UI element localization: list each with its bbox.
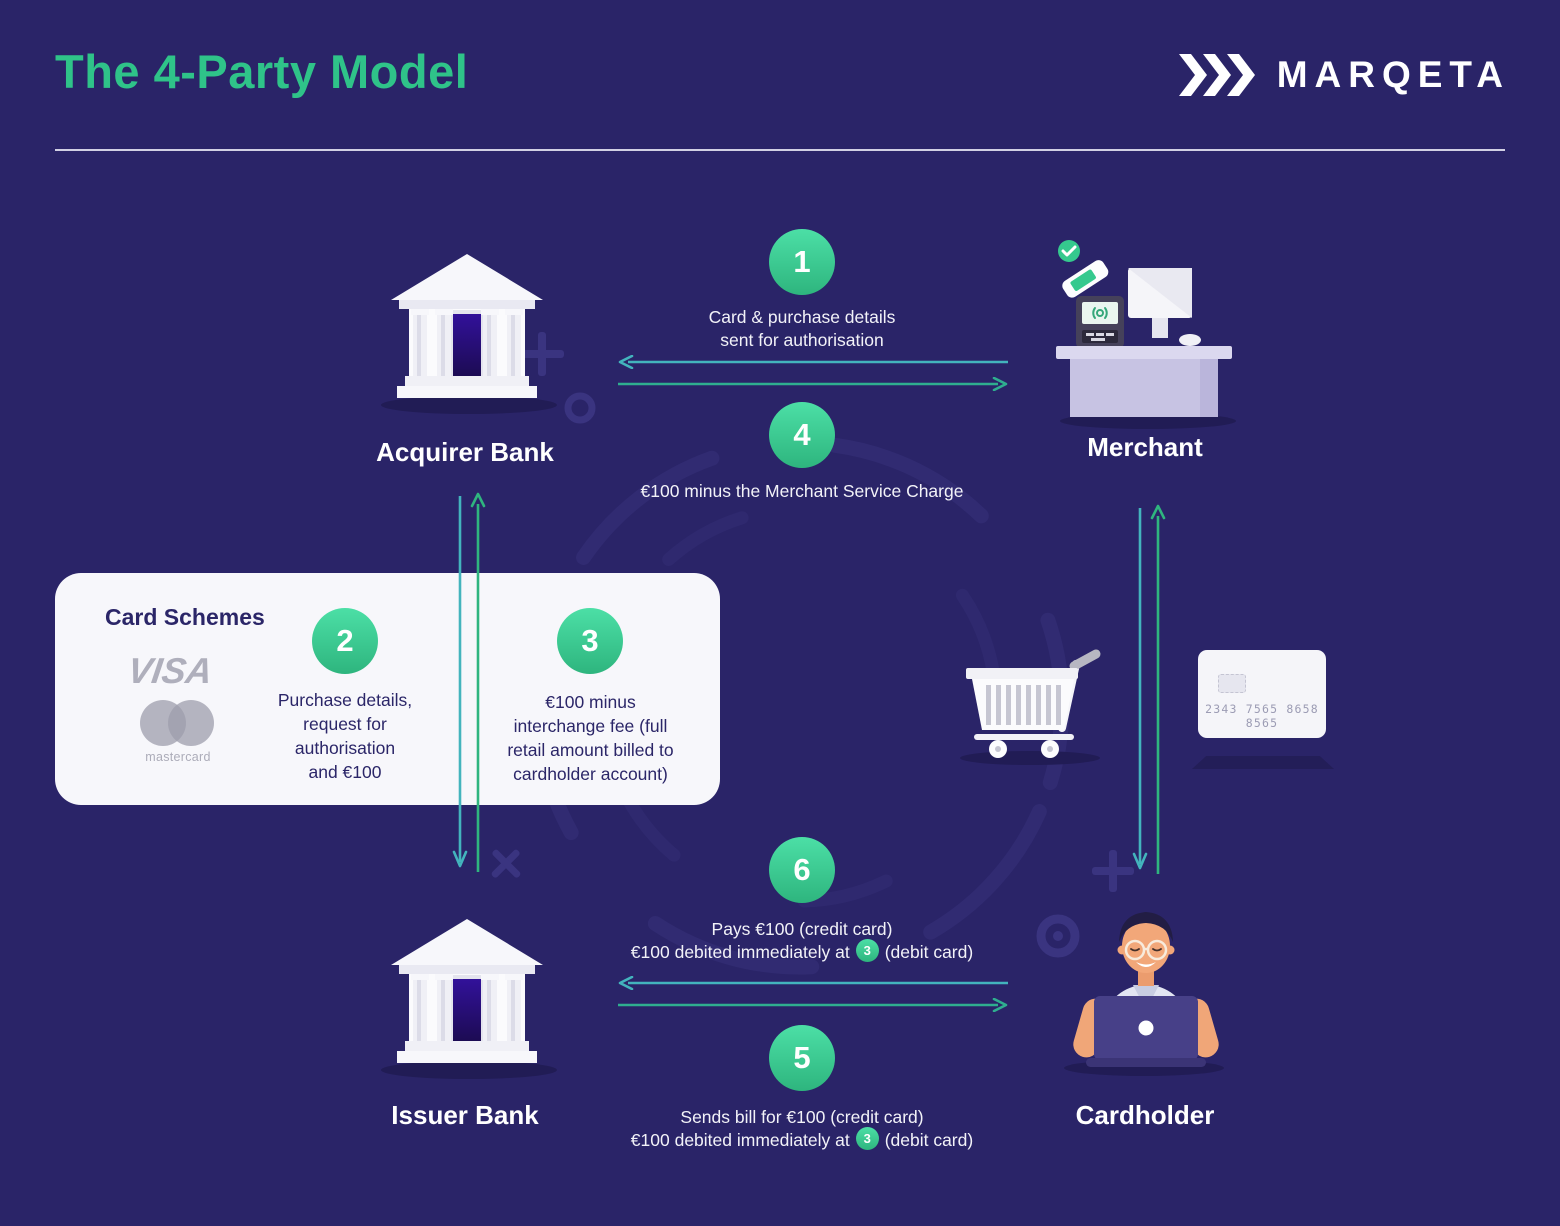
- credit-card-icon: 2343 7565 8658 8565: [1198, 650, 1326, 738]
- arrows-acquirer-issuer: [452, 492, 486, 872]
- merchant-label: Merchant: [1087, 432, 1203, 462]
- step-6-line1: Pays €100 (credit card): [711, 919, 893, 939]
- visa-logo: VISA: [125, 650, 215, 691]
- mastercard-label: mastercard: [145, 750, 211, 764]
- issuer-bank-label: Issuer Bank: [391, 1100, 539, 1130]
- step-3-label: €100 minus interchange fee (full retail …: [507, 692, 674, 785]
- credit-card-shadow: [1192, 756, 1334, 769]
- mastercard-logo: mastercard: [138, 700, 248, 772]
- arrow-cardholder-to-issuer: [618, 976, 1008, 990]
- credit-card-chip: [1218, 674, 1246, 693]
- arrow-issuer-to-cardholder: [618, 998, 1008, 1012]
- ring-decoration: [564, 392, 596, 424]
- brand-logo: MARQETA: [1177, 52, 1510, 98]
- step-6-line2: €100 debited immediately at 3 (debit car…: [592, 939, 1012, 964]
- step-5-badge-3: 3: [855, 1127, 879, 1151]
- ring-decoration-2: [1036, 914, 1080, 958]
- brand-wordmark: MARQETA: [1276, 54, 1510, 95]
- credit-card-number: 2343 7565 8658 8565: [1205, 702, 1319, 730]
- mastercard-right-circle: [168, 700, 214, 746]
- dashed-ring-decoration: [530, 435, 1070, 975]
- step-2-label: Purchase details, request for authorisat…: [277, 690, 413, 783]
- step-6-badge-3: 3: [855, 939, 879, 963]
- acquirer-bank-icon: [381, 254, 557, 414]
- header-divider: [55, 149, 1505, 151]
- step-6-line2-pre: €100 debited immediately at: [630, 942, 850, 963]
- plus-decoration-2: [1092, 850, 1134, 892]
- cardholder-icon: [1064, 912, 1224, 1076]
- step-5-line1: Sends bill for €100 (credit card): [680, 1107, 924, 1127]
- cardholder-label: Cardholder: [1075, 1100, 1215, 1130]
- step-1-label: Card & purchase details sent for authori…: [708, 307, 896, 351]
- page-title: The 4-Party Model: [55, 45, 469, 98]
- cross-decoration: [491, 849, 521, 878]
- arrow-acquirer-to-merchant: [618, 377, 1008, 391]
- step-6-circle: 6: [769, 837, 835, 903]
- step-5-circle: 5: [769, 1025, 835, 1091]
- plus-decoration: [520, 332, 564, 376]
- step-4-number: 4: [793, 417, 811, 452]
- step-6-number: 6: [793, 852, 811, 887]
- step-5-line2-post: (debit card): [884, 1130, 974, 1151]
- step-4-circle: 4: [769, 402, 835, 468]
- step-6-line2-post: (debit card): [884, 942, 974, 963]
- arrow-merchant-to-acquirer: [618, 355, 1008, 369]
- step-4-label: €100 minus the Merchant Service Charge: [640, 481, 964, 501]
- card-schemes-title: Card Schemes: [105, 604, 265, 630]
- step-1-circle: 1: [769, 229, 835, 295]
- step-6-label: Pays €100 (credit card) €100 debited imm…: [592, 918, 1012, 964]
- step-5-number: 5: [793, 1040, 811, 1075]
- issuer-bank-icon: [381, 919, 557, 1079]
- marqeta-chevrons-icon: [1178, 54, 1255, 96]
- step-5-line2-pre: €100 debited immediately at: [630, 1130, 850, 1151]
- shopping-cart-icon: [960, 649, 1101, 765]
- step-5-line2: €100 debited immediately at 3 (debit car…: [592, 1127, 1012, 1152]
- step-2-circle: 2: [312, 608, 378, 674]
- step-3-number: 3: [581, 623, 599, 658]
- arrows-merchant-cardholder: [1132, 504, 1166, 874]
- step-5-label: Sends bill for €100 (credit card) €100 d…: [592, 1106, 1012, 1152]
- card-schemes-panel: [55, 573, 720, 805]
- merchant-icon: [1056, 240, 1236, 429]
- acquirer-bank-label: Acquirer Bank: [376, 437, 554, 467]
- step-2-number: 2: [336, 623, 354, 658]
- step-1-number: 1: [793, 244, 811, 279]
- step-3-circle: 3: [557, 608, 623, 674]
